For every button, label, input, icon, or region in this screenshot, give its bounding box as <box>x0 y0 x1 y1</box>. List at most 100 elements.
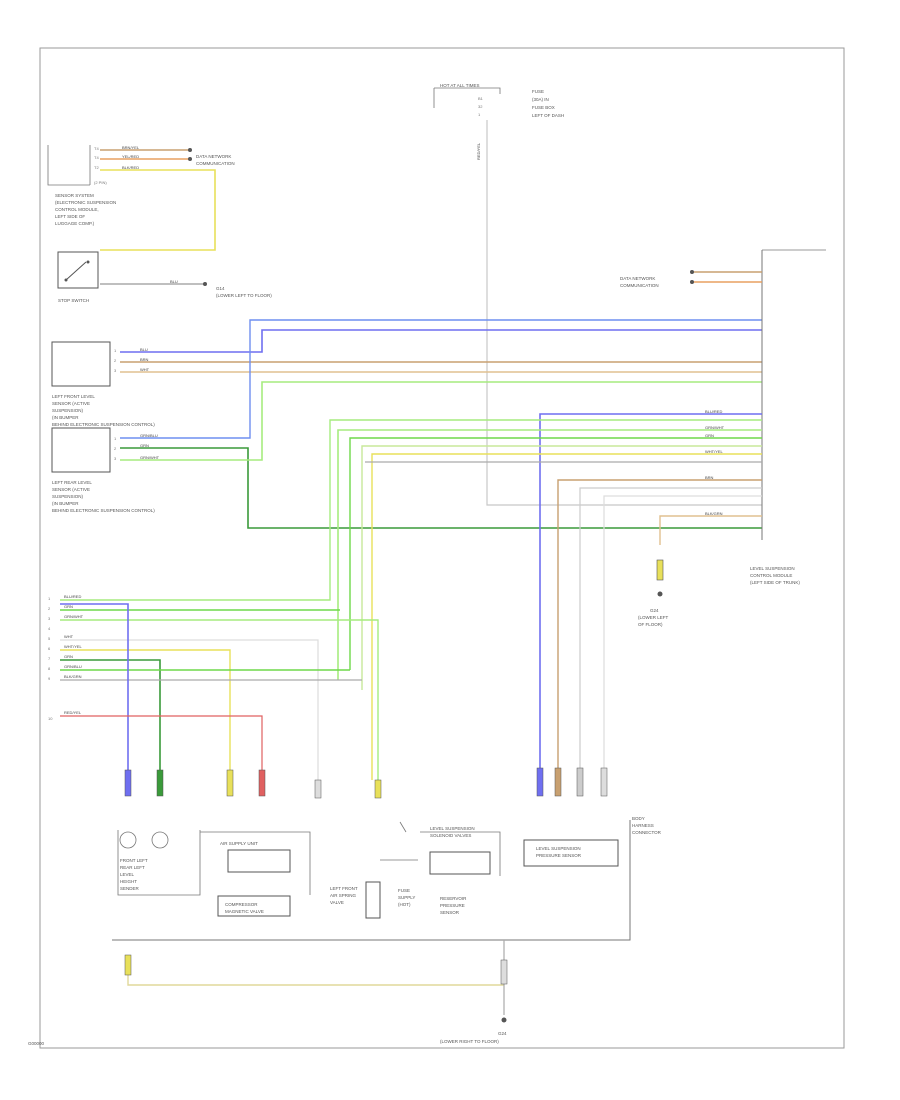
wire-ll-10 <box>60 715 263 770</box>
lower-left-connector: 12 34 56 78 910 <box>48 596 53 721</box>
label-wire-lf-3: WHT <box>140 367 150 372</box>
svg-text:2: 2 <box>114 358 117 363</box>
wire-m1 <box>539 413 762 780</box>
label-wire-ll-5: WHT/YEL <box>64 644 83 649</box>
svg-text:RESERVOIR: RESERVOIR <box>440 896 467 901</box>
label-ground-stop: G14 <box>216 286 225 291</box>
wire-m9 <box>603 495 762 780</box>
svg-text:SENSOR: SENSOR <box>440 910 460 915</box>
switch-glyph <box>380 821 418 861</box>
svg-text:FUSE: FUSE <box>532 89 544 94</box>
wire-lf-1 <box>120 329 762 353</box>
svg-text:SOLENOID VALVES: SOLENOID VALVES <box>430 833 471 838</box>
svg-text:(ELECTRONIC SUSPENSION: (ELECTRONIC SUSPENSION <box>55 200 116 205</box>
wire-m2 <box>337 429 762 680</box>
wire-m10 <box>659 515 762 545</box>
svg-text:BODY: BODY <box>632 816 645 821</box>
stop-switch: STOP SWITCH <box>57 251 99 303</box>
diagram-frame <box>39 47 845 1049</box>
label-wire-ll-6: GRN <box>64 654 73 659</box>
svg-text:AIR SUPPLY UNIT: AIR SUPPLY UNIT <box>220 841 258 846</box>
label-data-network: DATA NETWORK <box>196 154 231 159</box>
svg-text:COMPRESSOR: COMPRESSOR <box>225 902 258 907</box>
svg-text:T4: T4 <box>94 146 99 151</box>
svg-text:8: 8 <box>48 666 51 671</box>
svg-text:SENSOR (ACTIVE: SENSOR (ACTIVE <box>52 401 90 406</box>
svg-text:HOT AT ALL TIMES: HOT AT ALL TIMES <box>440 83 480 88</box>
svg-text:LEFT REAR LEVEL: LEFT REAR LEVEL <box>52 480 92 485</box>
wire-lr-3 <box>120 381 762 461</box>
svg-text:CONTROL MODULE: CONTROL MODULE <box>750 573 792 578</box>
wire-ll-blue <box>60 603 129 770</box>
label-wire-ll-4: WHT <box>64 634 74 639</box>
level-height-senders: FRONT LEFT REAR LEFT LEVEL HEIGHT SENDER <box>117 830 201 896</box>
svg-text:LEFT SIDE OF: LEFT SIDE OF <box>55 214 85 219</box>
label-ground-bottom-loc: (LOWER RIGHT TO FLOOR) <box>440 1039 499 1044</box>
svg-text:SENDER: SENDER <box>120 886 140 891</box>
svg-text:PRESSURE: PRESSURE <box>440 903 465 908</box>
wire-ll-6 <box>60 659 161 770</box>
svg-text:LEVEL SUSPENSION: LEVEL SUSPENSION <box>536 846 581 851</box>
svg-text:T4: T4 <box>94 155 99 160</box>
air-supply-unit: AIR SUPPLY UNIT COMPRESSOR MAGNETIC VALV… <box>200 831 311 917</box>
air-spring-valve: LEFT FRONT AIR SPRING VALVE <box>330 881 381 919</box>
svg-text:STOP SWITCH: STOP SWITCH <box>58 298 89 303</box>
svg-text:1: 1 <box>478 112 481 117</box>
svg-text:RED/YEL: RED/YEL <box>476 142 481 160</box>
svg-text:B1: B1 <box>478 96 484 101</box>
sensor-system: T4 T4 T2 (2 PIN) SENSOR SYSTEM (ELECTRON… <box>47 145 116 226</box>
label-wire-m2: GRN/WHT <box>705 425 725 430</box>
label-wire-lr-3: GRN/WHT <box>140 455 160 460</box>
svg-text:VALVE: VALVE <box>330 900 344 905</box>
label-ground-stop-loc: (LOWER LEFT TO FLOOR) <box>216 293 272 298</box>
wire-ll-3 <box>60 619 379 780</box>
svg-text:4: 4 <box>48 626 51 631</box>
svg-text:3: 3 <box>114 456 117 461</box>
svg-text:REAR LEFT: REAR LEFT <box>120 865 145 870</box>
svg-text:LUGGAGE COMP.): LUGGAGE COMP.) <box>55 221 95 226</box>
wire-ll-1 <box>60 419 762 601</box>
svg-text:LEVEL: LEVEL <box>120 872 135 877</box>
svg-text:9: 9 <box>48 676 51 681</box>
footer-code: G00000 <box>28 1041 45 1046</box>
svg-text:SUSPENSION): SUSPENSION) <box>52 494 84 499</box>
svg-text:HEIGHT: HEIGHT <box>120 879 137 884</box>
label-wire-ll-3: GRN/WHT <box>64 614 84 619</box>
svg-text:32: 32 <box>478 104 483 109</box>
label-wire-sensor-2: YEL/RED <box>122 154 139 159</box>
svg-text:LEVEL SUSPENSION: LEVEL SUSPENSION <box>750 566 795 571</box>
label-wire-lr-2: GRN <box>140 443 149 448</box>
svg-text:MAGNETIC VALVE: MAGNETIC VALVE <box>225 909 264 914</box>
wire-m3 <box>349 437 762 670</box>
svg-text:HARNESS: HARNESS <box>632 823 654 828</box>
label-wire-ll-8: BLK/GRN <box>64 674 82 679</box>
plug-stubs <box>124 767 608 799</box>
svg-text:BEHIND ELECTRONIC SUSPENSION C: BEHIND ELECTRONIC SUSPENSION CONTROL) <box>52 422 155 427</box>
svg-text:5: 5 <box>48 636 51 641</box>
svg-text:2: 2 <box>48 606 51 611</box>
wire-bottom-ground <box>127 960 504 986</box>
svg-text:SENSOR SYSTEM: SENSOR SYSTEM <box>55 193 94 198</box>
label-wire-lf-1: BLU <box>140 347 148 352</box>
label-wire-lr-1: GRN/BLU <box>140 433 158 438</box>
ground-mid: G24 (LOWER LEFT OF FLOOR) <box>638 559 669 627</box>
svg-text:(30A) IN: (30A) IN <box>532 97 549 102</box>
control-module-connector: LEVEL SUSPENSION CONTROL MODULE (LEFT SI… <box>750 249 826 585</box>
svg-text:3: 3 <box>114 368 117 373</box>
svg-text:SUSPENSION): SUSPENSION) <box>52 408 84 413</box>
svg-text:G24: G24 <box>650 608 659 613</box>
svg-text:1: 1 <box>114 348 117 353</box>
svg-text:(LEFT SIDE OF TRUNK): (LEFT SIDE OF TRUNK) <box>750 580 800 585</box>
wire-m8 <box>579 487 762 780</box>
svg-text:1: 1 <box>48 596 51 601</box>
svg-text:SENSOR (ACTIVE: SENSOR (ACTIVE <box>52 487 90 492</box>
label-wire-ll-10: RED/YEL <box>64 710 82 715</box>
svg-text:AIR SPRING: AIR SPRING <box>330 893 357 898</box>
wire-sensor-3 <box>100 169 216 251</box>
label-wire-stop: BLU <box>170 279 178 284</box>
wire-m4 <box>361 445 762 690</box>
svg-text:(2 PIN): (2 PIN) <box>94 180 107 185</box>
label-communication-right: COMMUNICATION <box>620 283 659 288</box>
svg-text:PRESSURE SENSOR: PRESSURE SENSOR <box>536 853 582 858</box>
